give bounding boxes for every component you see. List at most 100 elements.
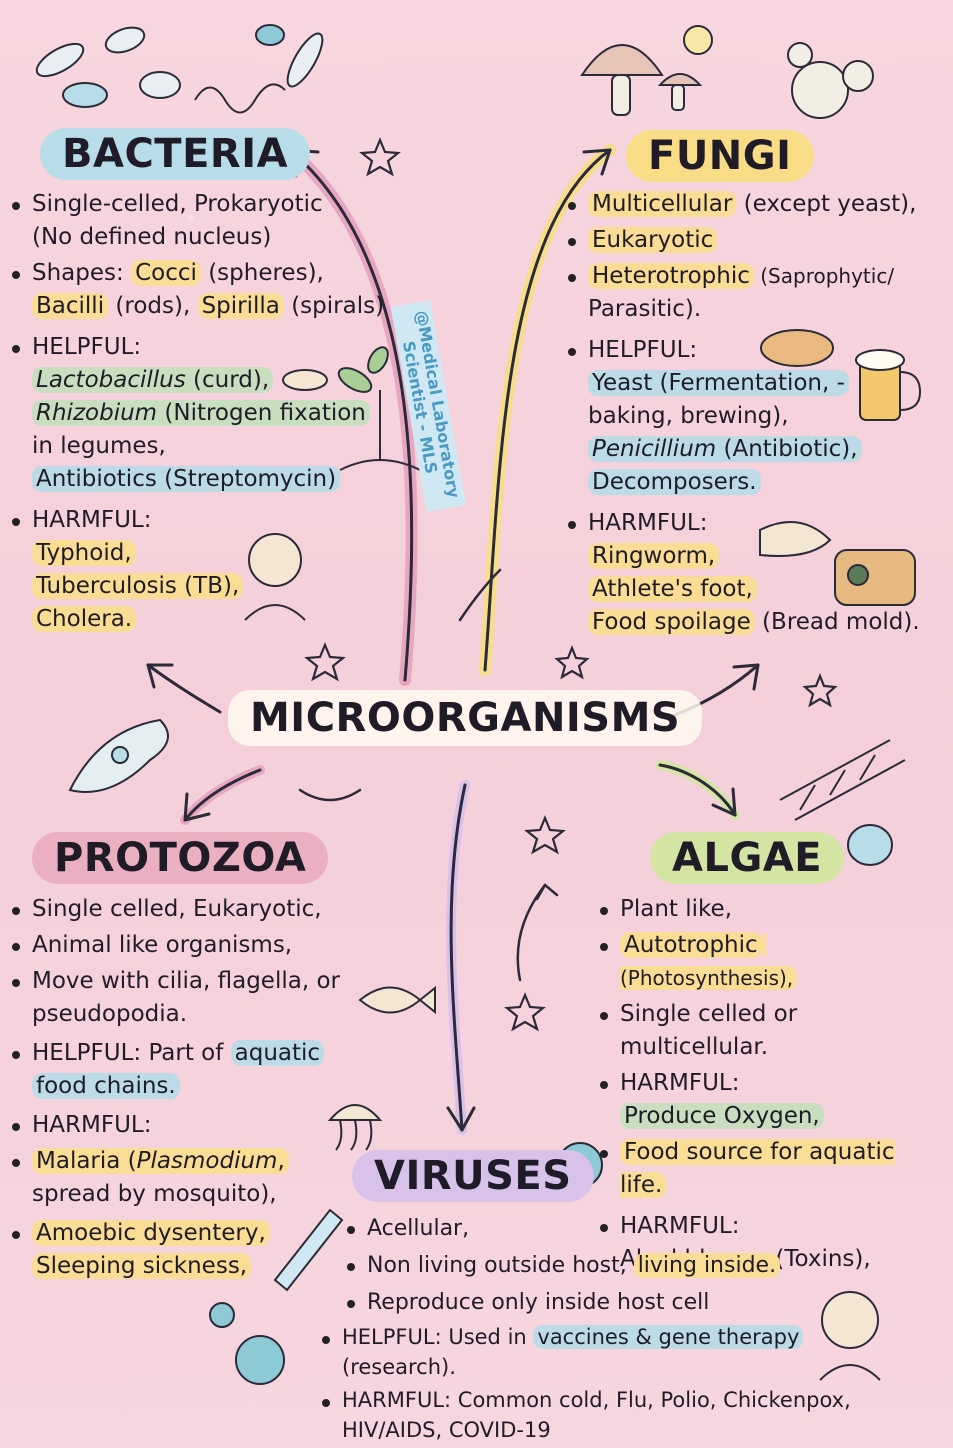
- arrow-to-bacteria: [288, 148, 414, 682]
- viruses-section: Acellular, Non living outside host, livi…: [345, 1212, 805, 1323]
- protozoa-line: Animal like organisms,: [32, 932, 293, 958]
- highlight: Autotrophic: [620, 932, 762, 958]
- helpful-label: HELPFUL:: [588, 337, 698, 363]
- highlight: Sleeping sickness,: [32, 1253, 252, 1279]
- list-item: Reproduce only inside host cell: [345, 1286, 805, 1320]
- helpful-label: HARMFUL:: [620, 1070, 740, 1096]
- protozoa-line: Single celled, Eukaryotic,: [32, 896, 322, 922]
- bacteria-line: (Nitrogen fixation: [157, 400, 366, 426]
- fungi-line: (Saprophytic/: [753, 264, 895, 288]
- aquatic-icons: [327, 985, 436, 1151]
- list-item: Animal like organisms,: [10, 929, 370, 962]
- list-item: Plant like,: [598, 893, 948, 926]
- protozoa-line: ,: [277, 1148, 285, 1174]
- arrow-to-algae: [658, 763, 737, 817]
- protozoa-line: Move with cilia, flagella, or: [32, 968, 340, 994]
- list-item: Single-celled, Prokaryotic(No defined nu…: [10, 188, 405, 254]
- highlight: Ringworm,: [588, 543, 720, 569]
- highlight: Heterotrophic: [588, 263, 754, 289]
- bacteria-line: in legumes,: [32, 433, 166, 459]
- highlight: Tuberculosis (TB),: [32, 573, 244, 599]
- highlight: Eukaryotic: [588, 227, 718, 253]
- arrow-to-viruses: [449, 783, 467, 1132]
- helpful-label: HELPFUL: Part of: [32, 1040, 231, 1066]
- arrow-to-fungi: [483, 148, 612, 672]
- fungi-line: baking, brewing),: [588, 403, 789, 429]
- highlight: vaccines & gene therapy: [533, 1325, 804, 1349]
- algae-section: Plant like, Autotrophic (Photosynthesis)…: [598, 893, 948, 1279]
- highlight: Athlete's foot,: [588, 576, 757, 602]
- harmful-label: HARMFUL:: [32, 507, 152, 533]
- highlight: Decomposers.: [588, 469, 761, 495]
- arrow-to-protozoa: [183, 768, 262, 822]
- list-item: Eukaryotic: [566, 224, 946, 257]
- organism-name: Rhizobium: [36, 400, 158, 426]
- list-item: HELPFUL: Used in vaccines & gene therapy…: [320, 1322, 880, 1382]
- helpful-label: HELPFUL:: [32, 334, 142, 360]
- fungi-section: Multicellular (except yeast), Eukaryotic…: [566, 188, 946, 642]
- protozoa-line: spread by mosquito),: [32, 1181, 277, 1207]
- virus-line: HIV/AIDS, COVID-19: [342, 1418, 551, 1442]
- highlight: Bacilli: [32, 293, 109, 319]
- star-decorations: [304, 137, 838, 1032]
- highlight: Cocci: [131, 260, 201, 286]
- list-item: HARMFUL: Common cold, Flu, Polio, Chicke…: [320, 1385, 880, 1445]
- algae-line: Plant like,: [620, 896, 733, 922]
- bacteria-section: Single-celled, Prokaryotic(No defined nu…: [10, 188, 405, 639]
- virus-line: Common cold, Flu, Polio, Chickenpox,: [457, 1388, 851, 1412]
- list-item: Shapes: Cocci (spheres),Bacilli (rods), …: [10, 257, 405, 323]
- highlight: Produce Oxygen,: [620, 1103, 824, 1129]
- viruses-title: VIRUSES: [352, 1150, 594, 1202]
- arrow-to-left: [146, 663, 222, 714]
- highlight: food chains.: [32, 1073, 180, 1099]
- virus-line: Non living outside host,: [367, 1253, 634, 1278]
- bacteria-line: (rods),: [108, 293, 198, 319]
- virus-line: Acellular,: [367, 1216, 470, 1241]
- plant-icon: [282, 346, 421, 471]
- highlight: aquatic: [230, 1040, 325, 1066]
- highlight: Multicellular: [588, 191, 737, 217]
- protozoa-section: Single celled, Eukaryotic, Animal like o…: [10, 893, 370, 1286]
- bacteria-line: (spirals): [283, 293, 385, 319]
- highlight: Food source for aquatic life.: [620, 1139, 895, 1198]
- center-title: MICROORGANISMS: [228, 690, 703, 746]
- food-icons: [760, 329, 922, 606]
- highlight: Cholera.: [32, 606, 137, 632]
- algae-line: Single celled or multicellular.: [620, 1001, 798, 1060]
- organism-name: Penicillium: [592, 436, 717, 462]
- fungi-line: (except yeast),: [736, 191, 917, 217]
- list-item: HARMFUL:: [10, 1109, 370, 1142]
- organism-name: Lactobacillus: [36, 367, 186, 393]
- virus-line: Used in: [448, 1325, 534, 1349]
- harmful-label: HARMFUL:: [620, 1213, 740, 1239]
- list-item: Single celled or multicellular.: [598, 998, 948, 1064]
- bacteria-line: Single-celled, Prokaryotic: [32, 191, 323, 217]
- bacteria-title: BACTERIA: [40, 128, 311, 180]
- list-item: HELPFUL: Yeast (Fermentation, - baking, …: [566, 334, 946, 499]
- list-item: Autotrophic (Photosynthesis),: [598, 929, 948, 995]
- list-item: HARMFUL: Produce Oxygen,: [598, 1067, 948, 1133]
- bacteria-icons: [35, 24, 324, 114]
- protozoa-title: PROTOZOA: [32, 832, 329, 884]
- algae-icons: [779, 739, 906, 866]
- viruses-effects: HELPFUL: Used in vaccines & gene therapy…: [320, 1322, 880, 1448]
- virus-line: (research).: [342, 1355, 456, 1379]
- list-item: Non living outside host, living inside.: [345, 1249, 805, 1283]
- protozoa-line: Malaria (: [36, 1148, 137, 1174]
- amoeba-icon: [68, 718, 169, 793]
- fungi-icons: [580, 25, 874, 119]
- highlight: Yeast (Fermentation, -: [588, 370, 849, 396]
- list-item: HELPFUL: Part of aquatic food chains.: [10, 1037, 370, 1103]
- person-icons: [244, 521, 881, 1381]
- highlight: living inside.: [633, 1253, 781, 1278]
- fungi-title: FUNGI: [626, 130, 814, 182]
- harmful-label: HARMFUL:: [588, 510, 708, 536]
- highlight: Amoebic dysentery,: [32, 1220, 270, 1246]
- highlight: Antibiotics (Streptomycin): [32, 466, 341, 492]
- list-item: Multicellular (except yeast),: [566, 188, 946, 221]
- list-item: Amoebic dysentery, Sleeping sickness,: [10, 1217, 370, 1283]
- list-item: HELPFUL: Lactobacillus (curd), Rhizobium…: [10, 331, 405, 496]
- fungi-line: (Antibiotic),: [716, 436, 858, 462]
